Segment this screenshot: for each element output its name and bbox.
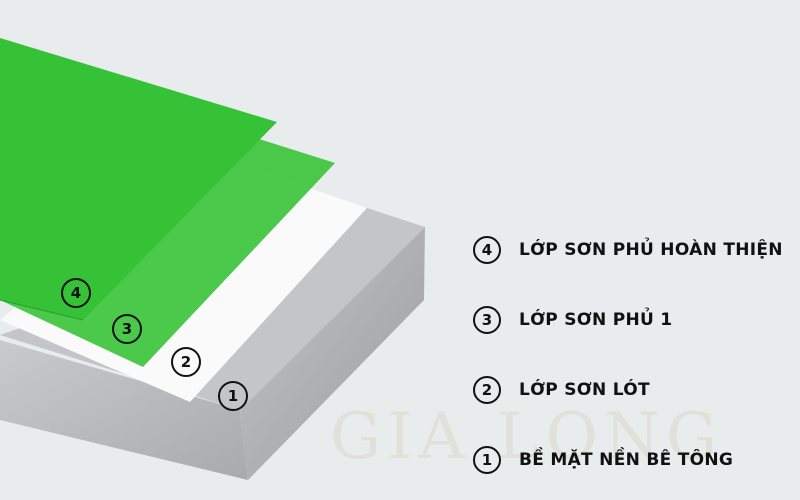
legend-number: 4 bbox=[473, 236, 501, 264]
legend-label: LỚP SƠN PHỦ 1 bbox=[519, 310, 673, 330]
legend-item-2: 2 LỚP SƠN LÓT bbox=[473, 376, 650, 404]
legend-item-1: 1 BỀ MẶT NỀN BÊ TÔNG bbox=[473, 446, 733, 474]
concrete-front-face bbox=[0, 340, 248, 480]
legend-item-4: 4 LỚP SƠN PHỦ HOÀN THIỆN bbox=[473, 236, 783, 264]
watermark: GIA LONG bbox=[330, 400, 724, 474]
finish-coat-layer bbox=[0, 38, 277, 320]
legend-label: BỀ MẶT NỀN BÊ TÔNG bbox=[519, 450, 734, 470]
finish-coat-edge bbox=[0, 299, 84, 321]
legend-item-3: 3 LỚP SƠN PHỦ 1 bbox=[473, 306, 672, 334]
legend-label: LỚP SƠN PHỦ HOÀN THIỆN bbox=[519, 240, 783, 260]
marker-4: 4 bbox=[61, 278, 91, 308]
legend-number: 3 bbox=[473, 306, 501, 334]
concrete-right-face bbox=[240, 227, 425, 480]
legend-number: 2 bbox=[473, 376, 501, 404]
legend-number: 1 bbox=[473, 446, 501, 474]
marker-1: 1 bbox=[218, 381, 248, 411]
legend-label: LỚP SƠN LÓT bbox=[519, 380, 650, 400]
marker-3: 3 bbox=[112, 314, 142, 344]
marker-2: 2 bbox=[171, 347, 201, 377]
